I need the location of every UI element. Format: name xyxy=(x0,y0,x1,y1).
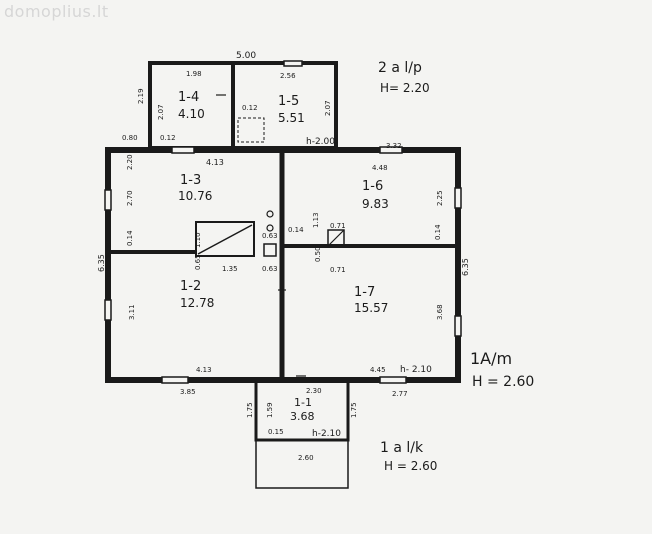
room-id-1-4: 1-4 xyxy=(178,90,199,105)
room-id-1-2: 1-2 xyxy=(180,279,201,294)
room-id-1-1: 1-1 xyxy=(294,396,312,409)
stove-diag xyxy=(197,224,253,255)
dashed-box xyxy=(237,117,265,143)
dim-2-56: 2.56 xyxy=(280,72,296,80)
dim-0-71a: 0.71 xyxy=(330,222,346,230)
stove-square-2 xyxy=(327,229,345,247)
label-h-2-00: h-2.00 xyxy=(306,137,335,147)
room-id-1-7: 1-7 xyxy=(354,285,375,300)
dim-3-32: 3.32 xyxy=(386,142,402,150)
dim-2-70: 2.70 xyxy=(126,190,134,206)
dim-1-75b: 1.75 xyxy=(350,402,358,418)
dim-1-13: 1.13 xyxy=(312,212,320,228)
room-id-1-6: 1-6 xyxy=(362,179,383,194)
dim-0-71b: 0.71 xyxy=(330,266,346,274)
dim-2-60: 2.60 xyxy=(298,454,314,462)
watermark: domoplius.lt xyxy=(4,2,109,21)
dim-0-15: 0.15 xyxy=(268,428,284,436)
dim-4-13b: 4.13 xyxy=(196,366,212,374)
room-area-1-3: 10.76 xyxy=(178,189,212,203)
dim-0-80: 0.80 xyxy=(122,134,138,142)
dim-6-35b: 6.35 xyxy=(461,258,470,276)
dim-1-10: 1.10 xyxy=(194,232,202,248)
dim-0-12a: 0.12 xyxy=(242,104,258,112)
window-left-2 xyxy=(104,299,112,321)
room-area-1-4: 4.10 xyxy=(178,107,205,121)
dim-0-63b: 0.63 xyxy=(262,265,278,273)
room-area-1-1: 3.68 xyxy=(290,410,315,423)
stove-square-1 xyxy=(263,243,277,257)
room-area-1-7: 15.57 xyxy=(354,301,388,315)
dim-0-63a: 0.63 xyxy=(262,232,278,240)
dim-3-85: 3.85 xyxy=(180,388,196,396)
dim-0-65: 0.65 xyxy=(194,254,202,270)
dim-6-35a: 6.35 xyxy=(97,254,106,272)
porch-floor-label: 1 a l/k xyxy=(380,440,424,456)
dim-2-07b: 2.07 xyxy=(324,100,332,116)
dim-0-14b: 0.14 xyxy=(288,226,304,234)
room-id-1-5: 1-5 xyxy=(278,94,299,109)
dim-2-19: 2.19 xyxy=(137,88,145,104)
dim-4-13a: 4.13 xyxy=(206,158,224,167)
annex-floor-label: 2 a l/p xyxy=(378,60,422,76)
label-h-2-10b: h-2.10 xyxy=(312,429,341,439)
window-bottom-1 xyxy=(161,376,189,384)
room-area-1-6: 9.83 xyxy=(362,197,389,211)
window-right-1 xyxy=(454,187,462,209)
dim-top-width: 5.00 xyxy=(236,51,256,61)
main-floor-label: 1A/m xyxy=(470,349,512,368)
dim-1-59: 1.59 xyxy=(266,402,274,418)
room-area-1-5: 5.51 xyxy=(278,111,305,125)
porch-floor-height: H = 2.60 xyxy=(384,459,437,473)
label-h-2-10a: h- 2.10 xyxy=(400,365,432,375)
dim-3-11: 3.11 xyxy=(128,304,136,320)
dim-3-68: 3.68 xyxy=(436,304,444,320)
main-floor-height: H = 2.60 xyxy=(472,374,534,390)
dim-1-35: 1.35 xyxy=(222,265,238,273)
dim-2-20: 2.20 xyxy=(126,154,134,170)
dim-2-25: 2.25 xyxy=(436,190,444,206)
dim-0-50: 0.50 xyxy=(314,246,322,262)
stove-diag-2 xyxy=(327,229,345,247)
stove-left xyxy=(195,221,255,257)
annex-floor-height: H= 2.20 xyxy=(380,81,430,95)
dim-1-98: 1.98 xyxy=(186,70,202,78)
dim-1-75a: 1.75 xyxy=(246,402,254,418)
window-bottom-2 xyxy=(379,376,407,384)
chimney-2 xyxy=(266,224,274,232)
dim-2-07a: 2.07 xyxy=(157,104,165,120)
window-left-1 xyxy=(104,189,112,211)
room-id-1-3: 1-3 xyxy=(180,173,201,188)
porch-steps xyxy=(255,439,349,489)
dim-2-30: 2.30 xyxy=(306,387,322,395)
window-top-2 xyxy=(379,146,403,154)
room-area-1-2: 12.78 xyxy=(180,296,214,310)
chimney-1 xyxy=(266,210,274,218)
dim-2-77: 2.77 xyxy=(392,390,408,398)
window-annex xyxy=(283,60,303,67)
window-right-2 xyxy=(454,315,462,337)
dim-0-12b: 0.12 xyxy=(160,134,176,142)
dim-4-48: 4.48 xyxy=(372,164,388,172)
window-top-1 xyxy=(171,146,195,154)
dim-0-14c: 0.14 xyxy=(434,224,442,240)
dim-4-45: 4.45 xyxy=(370,366,386,374)
dim-0-14a: 0.14 xyxy=(126,230,134,246)
